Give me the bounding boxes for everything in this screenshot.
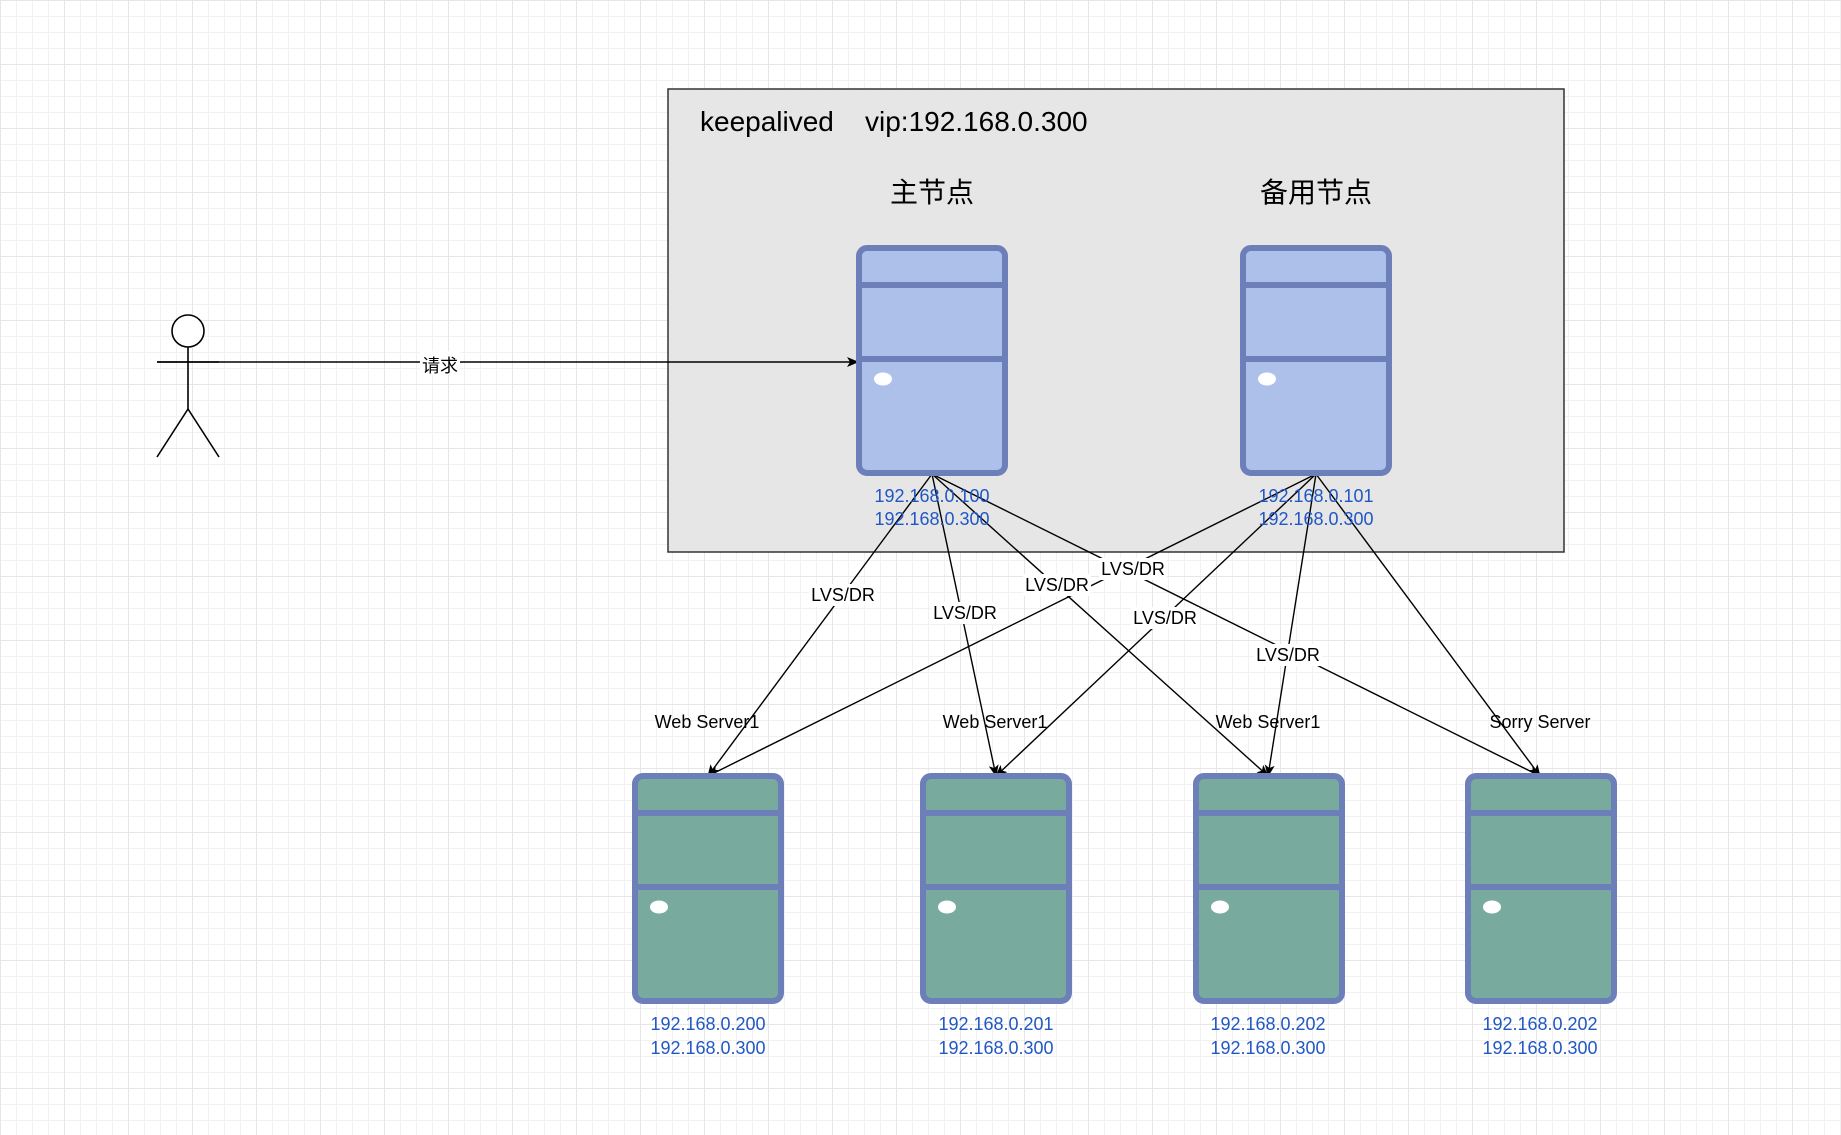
server-icon: [920, 773, 1072, 1004]
edge-label: LVS/DR: [1256, 645, 1320, 665]
edge-master-to-web3[interactable]: [931, 473, 1269, 777]
edge-label: LVS/DR: [1101, 559, 1165, 579]
edge-master-to-web1[interactable]: [707, 473, 933, 777]
node-title: 备用节点: [1260, 177, 1372, 208]
edge-backup-to-web1[interactable]: [707, 473, 1317, 777]
cluster-title: keepalived vip:192.168.0.300: [700, 106, 1088, 137]
edge-master-to-web2[interactable]: [931, 473, 999, 777]
edge-label-bg: [1131, 607, 1199, 629]
edge-backup-to-web3[interactable]: [1264, 473, 1317, 777]
server-node-sorry[interactable]: Sorry Server 192.168.0.202 192.168.0.300: [1465, 712, 1617, 1058]
cluster-box[interactable]: [667, 88, 1565, 553]
server-icon: [1465, 773, 1617, 1004]
node-title: Web Server1: [1216, 712, 1321, 732]
server-node-master[interactable]: 主节点 192.168.0.100 192.168.0.300: [856, 177, 1008, 529]
edge-label-bg: [1254, 644, 1322, 666]
ip-line-1: 192.168.0.201: [938, 1014, 1053, 1034]
edge-master-to-sorry[interactable]: [931, 473, 1541, 777]
server-node-web1[interactable]: Web Server1 192.168.0.200 192.168.0.300: [632, 712, 784, 1058]
request-label: 请求: [422, 356, 458, 376]
edge-label: LVS/DR: [933, 603, 997, 623]
ip-line-2: 192.168.0.300: [650, 1038, 765, 1058]
ip-line-2: 192.168.0.300: [874, 509, 989, 529]
ip-line-1: 192.168.0.101: [1258, 486, 1373, 506]
edge-label: LVS/DR: [1133, 608, 1197, 628]
keepalived-cluster[interactable]: keepalived vip:192.168.0.300: [667, 88, 1565, 553]
ip-line-2: 192.168.0.300: [1210, 1038, 1325, 1058]
stick-figure-icon[interactable]: [156, 314, 220, 458]
edge-label-bg: [1099, 558, 1167, 580]
ip-line-1: 192.168.0.202: [1482, 1014, 1597, 1034]
server-icon: [1240, 245, 1392, 476]
edge-labels-layer: LVS/DR LVS/DR LVS/DR LVS/DR LVS/DR LVS/DR: [809, 558, 1322, 666]
request-edge[interactable]: 请求: [157, 351, 859, 376]
ip-line-1: 192.168.0.100: [874, 486, 989, 506]
ip-line-2: 192.168.0.300: [1258, 509, 1373, 529]
server-icon: [632, 773, 784, 1004]
edge-label: LVS/DR: [1025, 575, 1089, 595]
node-title: Sorry Server: [1489, 712, 1590, 732]
ip-line-1: 192.168.0.202: [1210, 1014, 1325, 1034]
server-node-web3[interactable]: Web Server1 192.168.0.202 192.168.0.300: [1193, 712, 1345, 1058]
node-title: Web Server1: [943, 712, 1048, 732]
edge-label-bg: [931, 602, 999, 624]
node-title: Web Server1: [655, 712, 760, 732]
edge-label: LVS/DR: [811, 585, 875, 605]
ip-line-2: 192.168.0.300: [1482, 1038, 1597, 1058]
server-icon: [1193, 773, 1345, 1004]
server-node-web2[interactable]: Web Server1 192.168.0.201 192.168.0.300: [920, 712, 1072, 1058]
edge-label-bg: [1023, 574, 1091, 596]
ip-line-1: 192.168.0.200: [650, 1014, 765, 1034]
ip-line-2: 192.168.0.300: [938, 1038, 1053, 1058]
edge-backup-to-sorry[interactable]: [1315, 473, 1541, 777]
request-label-bg: [420, 351, 460, 375]
server-node-backup[interactable]: 备用节点 192.168.0.101 192.168.0.300: [1240, 177, 1392, 529]
server-icon: [856, 245, 1008, 476]
edge-label-bg: [809, 584, 877, 606]
node-title: 主节点: [890, 177, 974, 208]
